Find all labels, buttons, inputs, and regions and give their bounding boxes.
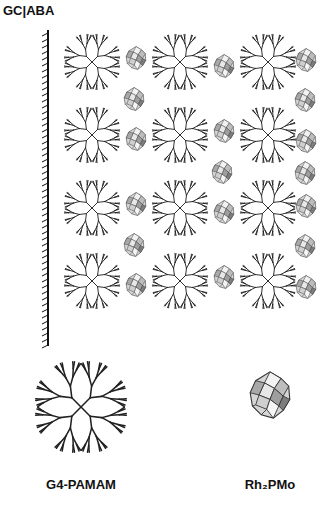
polyoxometalate (212, 161, 232, 184)
dendrimer (240, 34, 295, 89)
dendrimer (152, 34, 207, 89)
rh2pmo-figure (250, 372, 290, 418)
polyoxometalate (296, 130, 316, 153)
dendrimer (64, 34, 119, 89)
dendrimer (152, 253, 207, 308)
polyoxometalate (295, 235, 315, 258)
component-label: G4-PAMAM (46, 478, 116, 492)
polyoxometalate (296, 195, 316, 218)
dendrimer (240, 253, 295, 308)
polyoxometalate (126, 274, 146, 297)
polyoxometalate (214, 201, 234, 224)
polyoxometalate (124, 234, 144, 257)
polyoxometalate (296, 276, 316, 299)
polyoxometalate (214, 266, 234, 289)
dendrimer (152, 180, 207, 235)
polyoxometalate (295, 162, 315, 185)
film-layer (64, 34, 315, 308)
polyoxometalate (126, 193, 146, 216)
dendrimer (64, 107, 119, 162)
dendrimer (64, 180, 119, 235)
dendrimer (240, 180, 295, 235)
polyoxometalate (214, 55, 234, 78)
g4-pamam-figure (36, 362, 127, 453)
component-label: Rh₂PMo (245, 478, 296, 492)
polyoxometalate (296, 49, 316, 72)
polyoxometalate (126, 47, 146, 70)
polyoxometalate (126, 128, 146, 151)
polyoxometalate (214, 120, 234, 143)
dendrimer (240, 107, 295, 162)
polyoxometalate (124, 88, 144, 111)
component-figures (36, 362, 290, 453)
dendrimer (152, 107, 207, 162)
polyoxometalate (295, 89, 315, 112)
electrode (42, 30, 48, 348)
dendrimer (64, 253, 119, 308)
electrode-label: GC|ABA (3, 4, 54, 18)
